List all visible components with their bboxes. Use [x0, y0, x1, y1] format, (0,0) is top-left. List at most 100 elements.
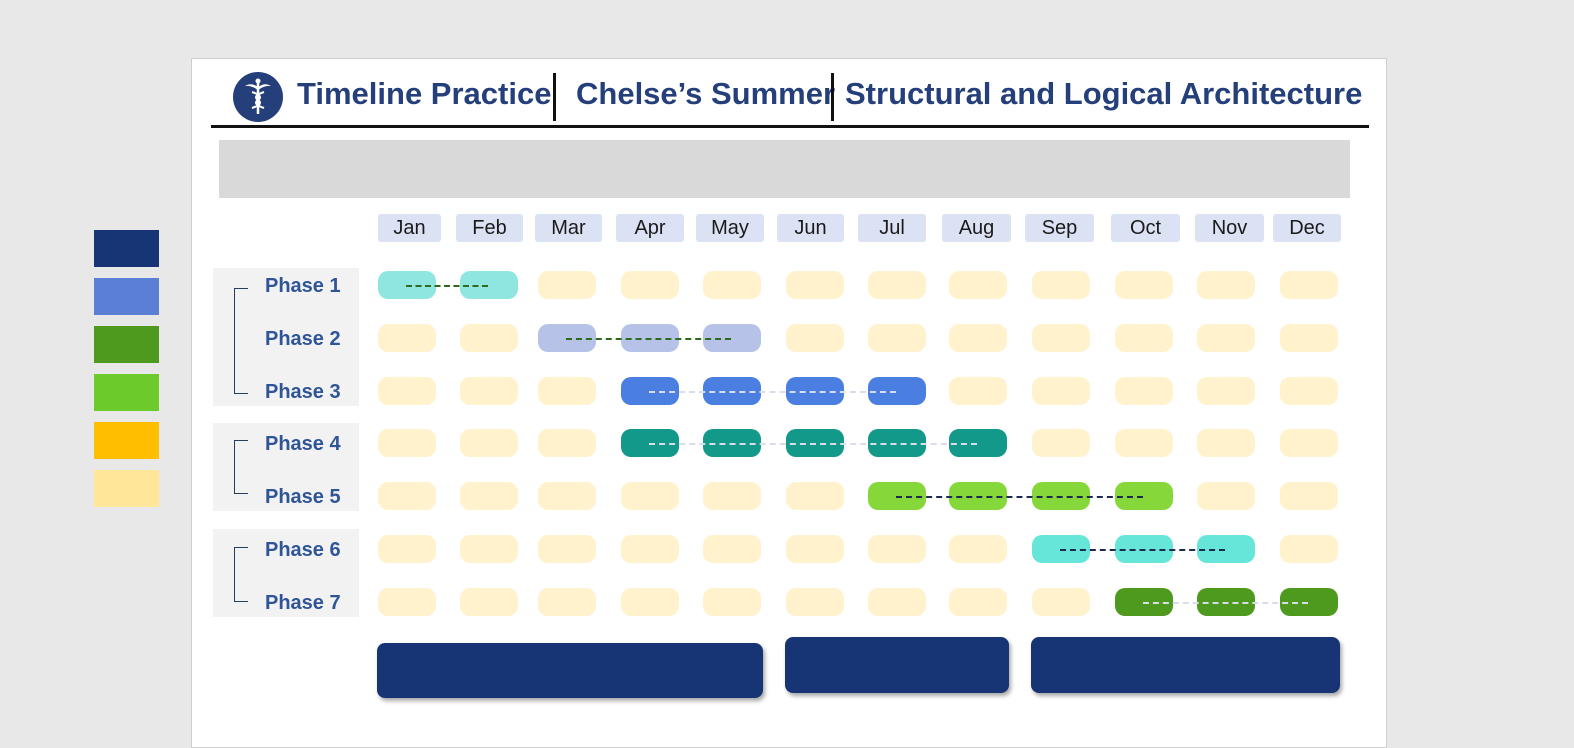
- empty-cell: [378, 324, 436, 352]
- empty-cell: [949, 377, 1007, 405]
- empty-cell: [1115, 324, 1173, 352]
- empty-cell: [460, 429, 518, 457]
- phase-1-dashed-line: [406, 285, 488, 287]
- empty-cell: [378, 482, 436, 510]
- title-timeline-practice: Timeline Practice: [297, 76, 552, 111]
- empty-cell: [1032, 588, 1090, 616]
- empty-cell: [621, 482, 679, 510]
- legend-swatch-2: [94, 278, 159, 315]
- month-nov: Nov: [1195, 214, 1264, 242]
- phase-label-6: Phase 6: [265, 539, 341, 561]
- empty-cell: [460, 377, 518, 405]
- empty-cell: [786, 482, 844, 510]
- title-architecture: Structural and Logical Architecture: [845, 76, 1363, 111]
- empty-cell: [378, 377, 436, 405]
- empty-cell: [703, 535, 761, 563]
- phase-group-1-3: [213, 268, 359, 406]
- empty-cell: [460, 324, 518, 352]
- phase-bracket: [234, 440, 248, 494]
- empty-cell: [538, 271, 596, 299]
- empty-cell: [1115, 429, 1173, 457]
- month-apr: Apr: [616, 214, 684, 242]
- empty-cell: [786, 324, 844, 352]
- empty-cell: [1280, 377, 1338, 405]
- empty-cell: [703, 588, 761, 616]
- month-oct: Oct: [1111, 214, 1180, 242]
- summary-block-3: [1031, 637, 1340, 693]
- empty-cell: [1197, 429, 1255, 457]
- empty-cell: [1197, 271, 1255, 299]
- empty-cell: [1032, 377, 1090, 405]
- month-aug: Aug: [942, 214, 1011, 242]
- empty-cell: [949, 324, 1007, 352]
- empty-cell: [1197, 377, 1255, 405]
- phase-6-dashed-line: [1060, 549, 1225, 551]
- empty-cell: [538, 482, 596, 510]
- empty-cell: [949, 271, 1007, 299]
- phase-7-dashed-line: [1143, 602, 1308, 604]
- title-chelses-summer: Chelse’s Summer: [576, 76, 836, 111]
- empty-cell: [1115, 377, 1173, 405]
- empty-cell: [868, 271, 926, 299]
- empty-cell: [1032, 271, 1090, 299]
- empty-cell: [868, 535, 926, 563]
- phase-label-5: Phase 5: [265, 486, 341, 508]
- phase-bracket: [234, 288, 248, 394]
- empty-cell: [703, 482, 761, 510]
- phase-bracket: [234, 547, 248, 602]
- empty-cell: [538, 429, 596, 457]
- empty-cell: [786, 535, 844, 563]
- month-sep: Sep: [1025, 214, 1094, 242]
- phase-5-dashed-line: [896, 496, 1143, 498]
- empty-cell: [949, 535, 1007, 563]
- legend-swatch-3: [94, 326, 159, 363]
- legend-swatch-6: [94, 470, 159, 507]
- legend-swatch-5: [94, 422, 159, 459]
- phase-4-dashed-line: [649, 443, 977, 445]
- empty-cell: [538, 535, 596, 563]
- empty-cell: [1197, 324, 1255, 352]
- phase-group-6-7: [213, 529, 359, 617]
- empty-cell: [621, 535, 679, 563]
- empty-cell: [1032, 324, 1090, 352]
- empty-cell: [538, 377, 596, 405]
- caduceus-icon: [233, 72, 283, 122]
- phase-label-4: Phase 4: [265, 433, 341, 455]
- title-separator: [831, 73, 834, 121]
- empty-cell: [1280, 482, 1338, 510]
- empty-cell: [1032, 429, 1090, 457]
- phase-group-4-5: [213, 423, 359, 511]
- title-underline: [211, 125, 1369, 128]
- empty-cell: [868, 324, 926, 352]
- phase-2-dashed-line: [566, 338, 731, 340]
- empty-cell: [378, 429, 436, 457]
- title-separator: [553, 73, 556, 121]
- month-jun: Jun: [777, 214, 844, 242]
- summary-block-2: [785, 637, 1009, 693]
- empty-cell: [1197, 482, 1255, 510]
- summary-block-1: [377, 643, 763, 698]
- month-feb: Feb: [456, 214, 523, 242]
- empty-cell: [460, 535, 518, 563]
- month-may: May: [696, 214, 764, 242]
- empty-cell: [703, 271, 761, 299]
- month-mar: Mar: [535, 214, 602, 242]
- empty-cell: [460, 482, 518, 510]
- empty-cell: [1280, 324, 1338, 352]
- legend-swatch-4: [94, 374, 159, 411]
- phase-label-3: Phase 3: [265, 381, 341, 403]
- empty-cell: [786, 588, 844, 616]
- empty-cell: [460, 588, 518, 616]
- empty-cell: [621, 588, 679, 616]
- legend-swatch-1: [94, 230, 159, 267]
- phase-label-1: Phase 1: [265, 275, 341, 297]
- empty-cell: [378, 535, 436, 563]
- banner-bar: [219, 140, 1350, 198]
- empty-cell: [378, 588, 436, 616]
- month-jan: Jan: [378, 214, 441, 242]
- empty-cell: [1115, 271, 1173, 299]
- empty-cell: [1280, 429, 1338, 457]
- month-jul: Jul: [858, 214, 926, 242]
- phase-3-dashed-line: [649, 391, 896, 393]
- empty-cell: [786, 271, 844, 299]
